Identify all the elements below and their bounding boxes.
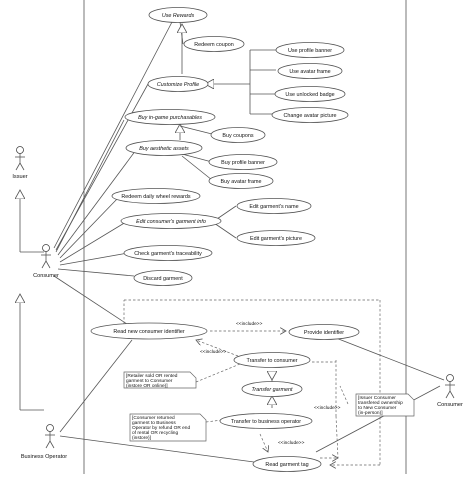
- svg-text:Transfer to business operator: Transfer to business operator: [231, 419, 301, 425]
- svg-text:Buy coupons: Buy coupons: [222, 133, 253, 139]
- use-case-use-unlocked-badge: Use unlocked badge: [274, 86, 346, 102]
- svg-text:Change avatar picture: Change avatar picture: [283, 113, 336, 119]
- svg-text:transfered ownership: transfered ownership: [358, 400, 403, 406]
- use-case-provide-identifier: Provide identifier: [288, 324, 360, 340]
- use-case-check-garments-traceability: Check garment's traceability: [123, 245, 213, 261]
- svg-text:Edit consumer's garment info: Edit consumer's garment info: [136, 219, 206, 225]
- include-label: <<include>>: [278, 440, 305, 446]
- include-label: <<include>>: [236, 321, 263, 327]
- svg-text:Read garment tag: Read garment tag: [265, 462, 308, 468]
- svg-text:Discard garment: Discard garment: [143, 276, 183, 282]
- svg-text:Operator by refund OR end: Operator by refund OR end: [132, 425, 190, 431]
- use-case-buy-avatar-frame: Buy avatar frame: [208, 173, 274, 189]
- svg-text:to New Consumer: to New Consumer: [358, 405, 397, 411]
- actor-business-operator: Business Operator: [21, 424, 67, 460]
- use-case-transfer-to-consumer: Transfer to consumer: [233, 352, 311, 368]
- include-relations: [123, 299, 381, 465]
- svg-text:Redeem daily wheel rewards: Redeem daily wheel rewards: [121, 194, 191, 200]
- use-case-edit-garments-picture: Edit garment's picture: [236, 230, 316, 246]
- actor-issuer: Issuer: [12, 146, 28, 180]
- svg-text:garment to Consumer: garment to Consumer: [126, 378, 173, 384]
- include-label: <<include>>: [314, 405, 341, 411]
- note-issuer-consumer: [Issuer Consumer transfered ownership to…: [355, 393, 415, 417]
- use-case-redeem-daily-wheel-rewards: Redeem daily wheel rewards: [111, 188, 201, 204]
- svg-text:Buy profile banner: Buy profile banner: [221, 160, 265, 166]
- svg-text:Transfer garment: Transfer garment: [252, 387, 293, 393]
- svg-text:Buy avatar frame: Buy avatar frame: [220, 179, 261, 185]
- note-consumer-returned: [Consumer returned garment to Business O…: [129, 413, 207, 442]
- svg-text:Use Rewards: Use Rewards: [162, 13, 195, 19]
- svg-text:(instore)]: (instore)]: [132, 435, 151, 441]
- use-case-edit-consumers-garment-info: Edit consumer's garment info: [120, 213, 222, 229]
- use-case-buy-profile-banner: Buy profile banner: [208, 154, 278, 170]
- svg-text:Transfer to consumer: Transfer to consumer: [246, 358, 297, 364]
- use-case-discard-garment: Discard garment: [133, 270, 193, 286]
- svg-text:Consumer: Consumer: [437, 402, 463, 408]
- svg-text:Edit garment's picture: Edit garment's picture: [250, 236, 302, 242]
- svg-text:Use unlocked badge: Use unlocked badge: [285, 92, 334, 98]
- svg-text:Issuer: Issuer: [12, 174, 27, 180]
- svg-text:garment to Business: garment to Business: [132, 420, 176, 426]
- svg-text:Edit garment's name: Edit garment's name: [249, 204, 298, 210]
- svg-text:Business Operator: Business Operator: [21, 454, 67, 460]
- use-case-buy-aesthetic-assets: Buy aesthetic assets: [125, 140, 203, 156]
- svg-text:Consumer: Consumer: [33, 273, 59, 279]
- use-case-transfer-to-business-operator: Transfer to business operator: [219, 413, 313, 429]
- use-case-read-new-consumer-identifier: Read new consumer identifier: [90, 322, 208, 340]
- svg-text:Buy aesthetic assets: Buy aesthetic assets: [139, 146, 189, 152]
- use-case-buy-ingame-purchasables: Buy in-game purchasables: [124, 109, 216, 125]
- svg-text:[Consumer returned: [Consumer returned: [132, 415, 175, 421]
- svg-text:Customize Profile: Customize Profile: [157, 82, 199, 88]
- use-case-read-garment-tag: Read garment tag: [252, 456, 322, 472]
- include-label: <<include>>: [200, 349, 227, 355]
- use-case-redeem-coupon: Redeem coupon: [183, 36, 245, 52]
- svg-text:Redeem coupon: Redeem coupon: [194, 42, 234, 48]
- svg-text:Provide identifier: Provide identifier: [304, 330, 344, 336]
- svg-text:of rental OR recycling: of rental OR recycling: [132, 430, 178, 436]
- svg-text:Check garment's traceability: Check garment's traceability: [134, 251, 202, 257]
- use-case-use-avatar-frame: Use avatar frame: [277, 63, 343, 79]
- use-case-customize-profile: Customize Profile: [147, 76, 209, 92]
- svg-text:Read new consumer identifier: Read new consumer identifier: [113, 329, 185, 335]
- svg-text:Use profile banner: Use profile banner: [288, 48, 332, 54]
- svg-text:(in-person)]: (in-person)]: [358, 410, 383, 416]
- actor-consumer-right: Consumer: [437, 374, 463, 408]
- use-case-transfer-garment: Transfer garment: [241, 381, 303, 397]
- use-case-edit-garments-name: Edit garment's name: [236, 198, 312, 214]
- associations: [20, 21, 445, 463]
- svg-text:[Issuer Consumer: [Issuer Consumer: [358, 395, 396, 401]
- svg-text:[Retailer sold OR rented: [Retailer sold OR rented: [126, 373, 178, 379]
- actor-consumer-left: Consumer: [33, 244, 59, 279]
- use-case-change-avatar-picture: Change avatar picture: [271, 107, 349, 123]
- use-case-use-profile-banner: Use profile banner: [275, 42, 345, 58]
- svg-text:Use avatar frame: Use avatar frame: [289, 69, 330, 75]
- svg-text:(instore OR online)]: (instore OR online)]: [126, 383, 168, 389]
- use-case-use-rewards: Use Rewards: [148, 7, 208, 23]
- note-retailer-sold: [Retailer sold OR rented garment to Cons…: [123, 371, 197, 389]
- use-case-buy-coupons: Buy coupons: [210, 127, 266, 143]
- svg-text:Buy in-game purchasables: Buy in-game purchasables: [138, 115, 202, 121]
